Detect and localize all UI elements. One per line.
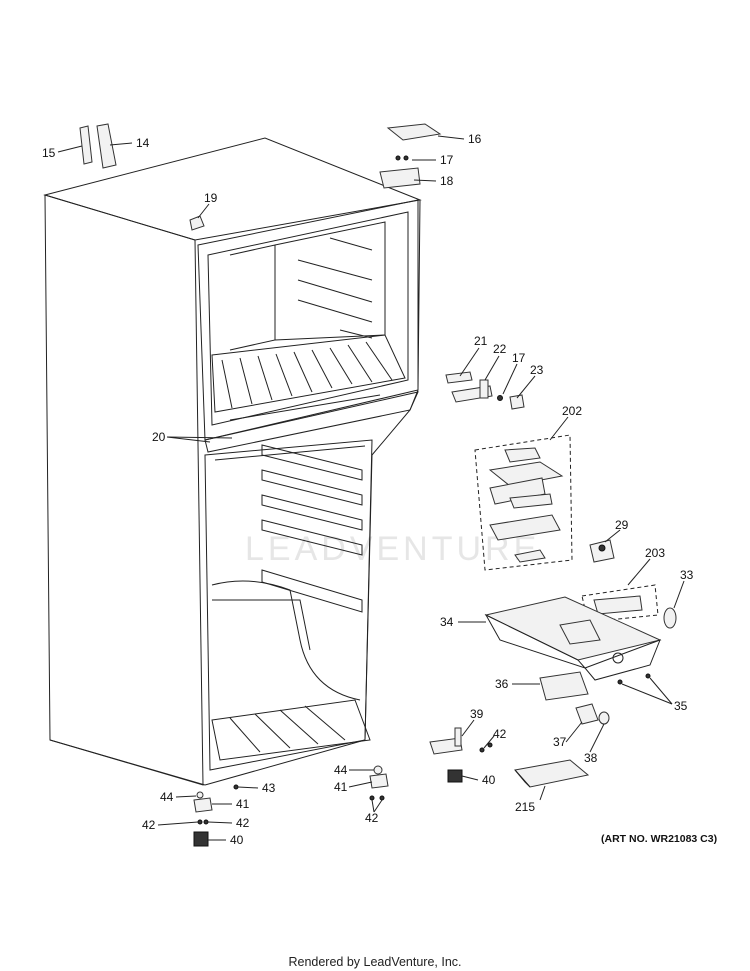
- callout-41-left: 41: [236, 797, 250, 811]
- callout-33: 33: [680, 568, 694, 582]
- center-hinge: [445, 371, 525, 410]
- callout-215: 215: [515, 800, 535, 814]
- watermark-text: LEADVENTURE: [245, 530, 540, 568]
- callout-37: 37: [553, 735, 567, 749]
- callout-35: 35: [674, 699, 688, 713]
- hinge-cover: [386, 123, 442, 141]
- callout-43: 43: [262, 781, 276, 795]
- callout-19: 19: [204, 191, 218, 205]
- callout-44-center: 44: [334, 763, 348, 777]
- callout-40-right: 40: [482, 773, 496, 787]
- control-knob: [663, 607, 677, 629]
- ice-maker-motor: [589, 539, 615, 563]
- callout-labels: 15 14 16 17 18 19 21 22 17 23 20 202 29 …: [42, 132, 694, 847]
- callout-18: 18: [440, 174, 454, 188]
- callout-20: 20: [152, 430, 166, 444]
- callout-40-left: 40: [230, 833, 244, 847]
- callout-15: 15: [42, 146, 56, 160]
- ice-bucket: [514, 759, 590, 788]
- callout-16: 16: [468, 132, 482, 146]
- callout-44-left: 44: [160, 790, 174, 804]
- screws-35: [617, 673, 651, 685]
- callout-21: 21: [474, 334, 488, 348]
- callout-203: 203: [645, 546, 665, 560]
- callout-34: 34: [440, 615, 454, 629]
- callout-22: 22: [493, 342, 507, 356]
- callout-29: 29: [615, 518, 629, 532]
- bottom-left-hinge: [193, 784, 239, 825]
- water-valve: [575, 703, 610, 725]
- callout-17-center: 17: [512, 351, 526, 365]
- callout-23: 23: [530, 363, 544, 377]
- door-stop: [189, 215, 205, 231]
- callout-36: 36: [495, 677, 509, 691]
- callout-38: 38: [584, 751, 598, 765]
- leader-lines: [57, 135, 685, 841]
- bottom-right-hinge: [429, 727, 493, 755]
- leveling-leg-left: [193, 831, 209, 847]
- callout-41-center: 41: [334, 780, 348, 794]
- ice-maker-tray: [484, 596, 662, 681]
- ice-maker-kit-202: [474, 434, 573, 571]
- bracket: [539, 671, 589, 701]
- refrigerator-cabinet: [43, 137, 422, 786]
- callout-39: 39: [470, 707, 484, 721]
- callout-42-right: 42: [493, 727, 507, 741]
- leveling-leg-right: [447, 769, 463, 783]
- top-right-hinge: [379, 155, 421, 189]
- art-number: (ART NO. WR21083 C3): [601, 833, 717, 845]
- callout-42-center: 42: [365, 811, 379, 825]
- top-left-hinge: [79, 123, 117, 169]
- bottom-center-hinge: [369, 765, 389, 801]
- callout-17-top: 17: [440, 153, 454, 167]
- callout-42-left-2: 42: [236, 816, 250, 830]
- callout-42-left: 42: [142, 818, 156, 832]
- callout-202: 202: [562, 404, 582, 418]
- callout-14: 14: [136, 136, 150, 150]
- footer-credit: Rendered by LeadVenture, Inc.: [288, 955, 461, 969]
